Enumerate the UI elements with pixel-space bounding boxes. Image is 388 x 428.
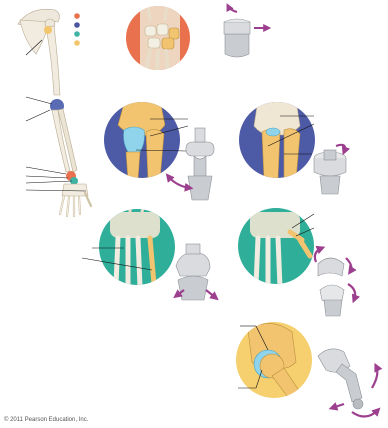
panel-pivot-joint	[239, 100, 346, 194]
hinge-motion-arrow	[168, 176, 190, 188]
color-legend-dots	[74, 13, 80, 46]
legend-dot	[74, 22, 80, 28]
legend-dot	[74, 31, 80, 37]
pivot-rotation-arrow	[336, 145, 345, 152]
legend-dot	[74, 40, 80, 46]
panel-condyloid-joint	[82, 204, 216, 300]
copyright-credit: © 2011 Pearson Education, Inc.	[4, 417, 88, 423]
legend-dot	[74, 13, 80, 19]
upper-limb-skeleton	[18, 9, 91, 216]
shoulder-joint-highlight	[44, 26, 52, 34]
panel-hinge-joint	[104, 100, 214, 200]
pivot-joint-model	[314, 150, 346, 194]
ball-and-socket-model	[318, 349, 363, 409]
panel-plane-joint	[126, 4, 268, 74]
panel-ball-and-socket-joint	[236, 322, 378, 417]
saddle-joint-model	[318, 258, 344, 316]
plane-joint-model	[224, 19, 250, 57]
panel-saddle-joint	[238, 208, 355, 316]
hinge-joint-model	[186, 128, 214, 200]
